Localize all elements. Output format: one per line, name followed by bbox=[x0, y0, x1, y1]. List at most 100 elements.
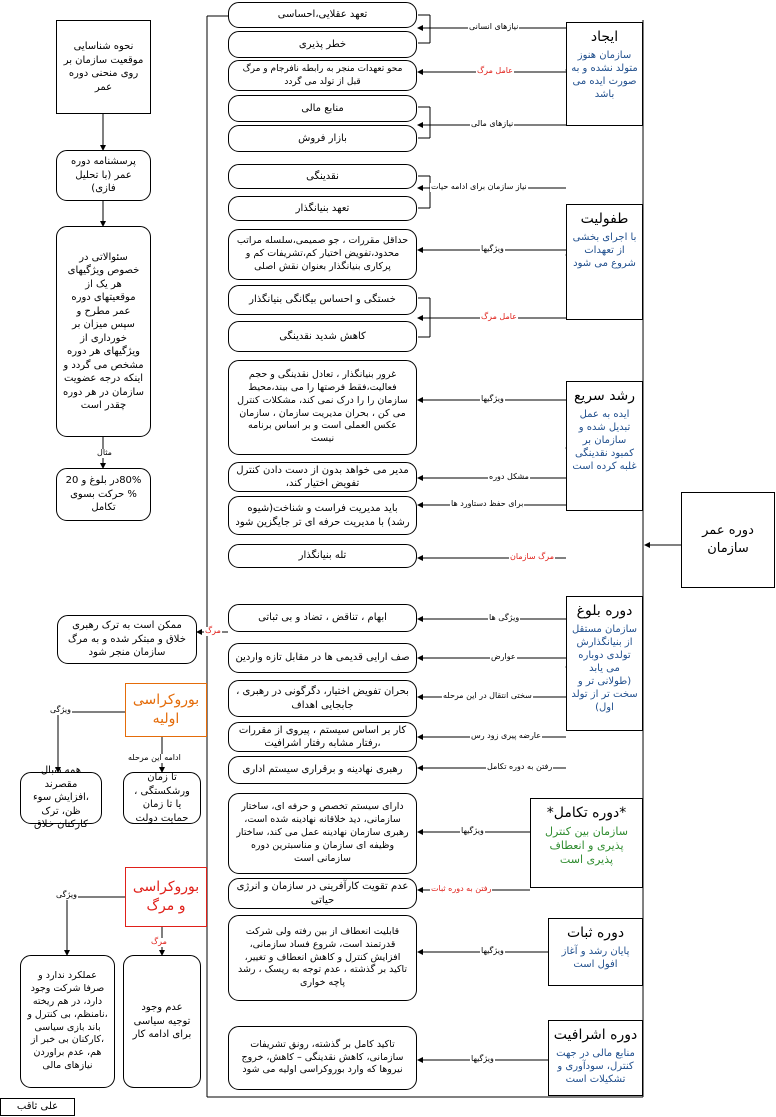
stage-desc: سازمان مستقل از بنیانگذارش تولدی دوباره … bbox=[571, 623, 638, 713]
label-problem: مشکل دوره bbox=[488, 472, 530, 482]
label-early-aging: عارضه پیری زود رس bbox=[470, 731, 543, 741]
label-features: ویژگیها bbox=[460, 826, 485, 836]
box-text: عملکرد ندارد و صرفا شرکت وجود دارد، در ه… bbox=[27, 970, 108, 1071]
label-death-factor: عامل مرگ bbox=[480, 312, 518, 322]
stage-title: دوره اشرافیت bbox=[553, 1027, 638, 1043]
item-text: محو تعهدات منجر به رابطه نافرجام و مرگ ق… bbox=[242, 64, 403, 87]
box-text: تا زمان ورشکستگی ، یا تا زمان حمایت دولت bbox=[134, 772, 190, 824]
title-text: دوره عمر سازمان bbox=[702, 523, 754, 556]
bureau1-continue-label: ادامه این مرحله bbox=[127, 753, 182, 763]
item-box: تله بنیانگذار bbox=[228, 544, 417, 568]
item-box: حداقل مقررات ، جو صمیمی،سلسله مراتب محدو… bbox=[228, 229, 417, 280]
bureau2-left: عملکرد ندارد و صرفا شرکت وجود دارد، در ه… bbox=[20, 955, 115, 1088]
item-box: صف ارایی قدیمی ها در مقابل تازه واردین bbox=[228, 643, 417, 673]
item-text: حداقل مقررات ، جو صمیمی،سلسله مراتب محدو… bbox=[236, 235, 409, 272]
example-box: 80%در بلوغ و 20 % حرکت بسوی تکامل bbox=[56, 468, 151, 521]
questionnaire-box: پرسشنامه دوره عمر (با تحلیل فازی) bbox=[56, 150, 151, 201]
item-text: تعهد بنیانگذار bbox=[295, 202, 350, 214]
item-box: باید مدیریت فراست و شناخت(شیوه رشد) با م… bbox=[228, 496, 417, 535]
bureau1-feature-label: ویژگی bbox=[49, 705, 72, 715]
box-text: بوروکراسی و مرگ bbox=[132, 879, 200, 914]
item-text: کاهش شدید نقدینگی bbox=[279, 330, 366, 342]
box-text: نحوه شناسایی موقعیت سازمان بر روی منحنی … bbox=[63, 41, 144, 93]
item-text: بحران تفویض اختیار، دگرگونی در رهبری ، ج… bbox=[236, 686, 409, 711]
item-text: قابلیت انعطاف از بین رفته ولی شرکت قدرتم… bbox=[237, 925, 408, 989]
item-box: دارای سیستم تخصص و حرفه ای، ساختار سازما… bbox=[228, 793, 417, 874]
label-org-death: مرگ سازمان bbox=[509, 552, 556, 562]
identify-box: نحوه شناسایی موقعیت سازمان بر روی منحنی … bbox=[56, 20, 151, 114]
item-box: تاکید کامل بر گذشته، رونق تشریفات سازمان… bbox=[228, 1026, 417, 1090]
stage-ijad: ایجاد سازمان هنوز متولد نشده و به صورت ا… bbox=[566, 22, 643, 126]
footer-text: علی ثاقب bbox=[16, 1101, 59, 1113]
item-text: دارای سیستم تخصص و حرفه ای، ساختار سازما… bbox=[236, 801, 409, 864]
label-financial-needs: نیازهای مالی bbox=[470, 119, 515, 129]
bureau2-death-label: مرگ bbox=[150, 937, 168, 947]
stage-roshd: رشد سریع ایده به عمل تبدیل شده و سازمان … bbox=[566, 381, 643, 511]
item-text: خستگی و احساس بیگانگی بنیانگذار bbox=[249, 294, 396, 306]
stage-desc: سازمان هنوز متولد نشده و به صورت ایده می… bbox=[571, 49, 638, 100]
box-text: همه دنبال مقصرند ،افزایش سوء ظن، ترک کار… bbox=[32, 765, 90, 831]
label-features: ویژگیها bbox=[480, 244, 505, 254]
stage-ashrafiat: دوره اشرافیت منابع مالی در جهت کنترل، سو… bbox=[548, 1020, 643, 1096]
stage-desc: پایان رشد و آغاز افول است bbox=[561, 945, 630, 970]
stage-desc: سازمان بین کنترل پذیری و انعطاف پذیری اس… bbox=[545, 824, 628, 867]
item-text: باید مدیریت فراست و شناخت(شیوه رشد) با م… bbox=[235, 503, 410, 528]
item-text: ابهام ، تناقض ، تضاد و بی ثباتی bbox=[258, 612, 387, 624]
item-box: تعهد بنیانگذار bbox=[228, 196, 417, 221]
item-text: صف ارایی قدیمی ها در مقابل تازه واردین bbox=[235, 652, 410, 664]
item-text: تاکید کامل بر گذشته، رونق تشریفات سازمان… bbox=[241, 1038, 404, 1076]
stage-title: طفولیت bbox=[580, 211, 629, 227]
bureau1-right: تا زمان ورشکستگی ، یا تا زمان حمایت دولت bbox=[123, 772, 201, 824]
item-text: تله بنیانگذار bbox=[298, 550, 347, 562]
label-features: ویژگیها bbox=[480, 394, 505, 404]
item-box: قابلیت انعطاف از بین رفته ولی شرکت قدرتم… bbox=[228, 915, 417, 1001]
stage-desc: ایده به عمل تبدیل شده و سازمان بر کمبود … bbox=[572, 408, 637, 472]
label-features: ویژگی ها bbox=[488, 613, 521, 623]
label-symptoms: عوارض bbox=[490, 652, 517, 662]
label-human-needs: نیازهای انسانی bbox=[468, 22, 520, 32]
bureau1-box: بوروکراسی اولیه bbox=[125, 683, 207, 737]
item-box: مدیر می خواهد بدون از دست دادن کنترل تفو… bbox=[228, 462, 417, 492]
item-text: تعهد عقلایی،احساسی bbox=[277, 9, 368, 21]
box-text: 80%در بلوغ و 20 % حرکت بسوی تکامل bbox=[65, 475, 142, 514]
label-survival-need: نیاز سازمان برای ادامه حیات bbox=[430, 182, 528, 192]
item-box: خستگی و احساس بیگانگی بنیانگذار bbox=[228, 285, 417, 315]
example-label: مثال bbox=[96, 448, 113, 458]
item-box: محو تعهدات منجر به رابطه نافرجام و مرگ ق… bbox=[228, 60, 417, 91]
stage-tofuliat: طفولیت با اجرای بخشی از تعهدات شروع می ش… bbox=[566, 204, 643, 320]
label-features: ویژگیها bbox=[480, 946, 505, 956]
item-box: کاهش شدید نقدینگی bbox=[228, 321, 417, 352]
item-box: بازار فروش bbox=[228, 125, 417, 152]
item-text: مدیر می خواهد بدون از دست دادن کنترل تفو… bbox=[236, 464, 409, 490]
box-text: پرسشنامه دوره عمر (با تحلیل فازی) bbox=[71, 156, 136, 195]
box-text: بوروکراسی اولیه bbox=[132, 692, 200, 727]
stage-title: رشد سریع bbox=[573, 388, 636, 404]
item-text: ممکن است به ترک رهبری خلاق و مبتکر شده و… bbox=[68, 620, 186, 659]
item-text: نقدینگی bbox=[306, 170, 339, 182]
item-text: غرور بنیانگذار ، تعادل نقدینگی و حجم فعا… bbox=[237, 369, 408, 445]
stage-desc: با اجرای بخشی از تعهدات شروع می شود bbox=[572, 231, 637, 269]
label-to-maturity: رفتن به دوره تکامل bbox=[486, 762, 554, 772]
item-text: عدم تقویت کارآفرینی در سازمان و انرژی حی… bbox=[236, 881, 409, 906]
item-text: بازار فروش bbox=[298, 132, 347, 144]
stage-bolugh: دوره بلوغ سازمان مستقل از بنیانگذارش تول… bbox=[566, 596, 643, 731]
item-text: رهبری نهادینه و برقراری سیستم اداری bbox=[242, 764, 403, 776]
stage-takamol: *دوره تکامل* سازمان بین کنترل پذیری و ان… bbox=[530, 798, 643, 888]
item-box: منابع مالی bbox=[228, 95, 417, 122]
stage-sobat: دوره ثبات پایان رشد و آغاز افول است bbox=[548, 918, 643, 986]
label-preserve: برای حفظ دستاورد ها bbox=[450, 499, 525, 509]
label-transition: سختی انتقال در این مرحله bbox=[442, 691, 533, 701]
item-text: خطر پذیری bbox=[298, 38, 347, 50]
item-text: کار بر اساس سیستم ، پیروی از مقررات ،رفت… bbox=[238, 724, 407, 750]
label-death-factor: عامل مرگ bbox=[476, 66, 514, 76]
item-text: منابع مالی bbox=[301, 102, 344, 114]
bureau2-box: بوروکراسی و مرگ bbox=[125, 867, 207, 927]
item-box: غرور بنیانگذار ، تعادل نقدینگی و حجم فعا… bbox=[228, 360, 417, 455]
author-footer: علی ثاقب bbox=[0, 1098, 75, 1116]
bureau2-feature-label: ویژگی bbox=[55, 890, 78, 900]
item-box: بحران تفویض اختیار، دگرگونی در رهبری ، ج… bbox=[228, 680, 417, 717]
title-box: دوره عمر سازمان bbox=[681, 492, 775, 588]
stage-title: *دوره تکامل* bbox=[546, 805, 627, 821]
label-features: ویژگیها bbox=[470, 1054, 495, 1064]
item-box: خطر پذیری bbox=[228, 31, 417, 58]
